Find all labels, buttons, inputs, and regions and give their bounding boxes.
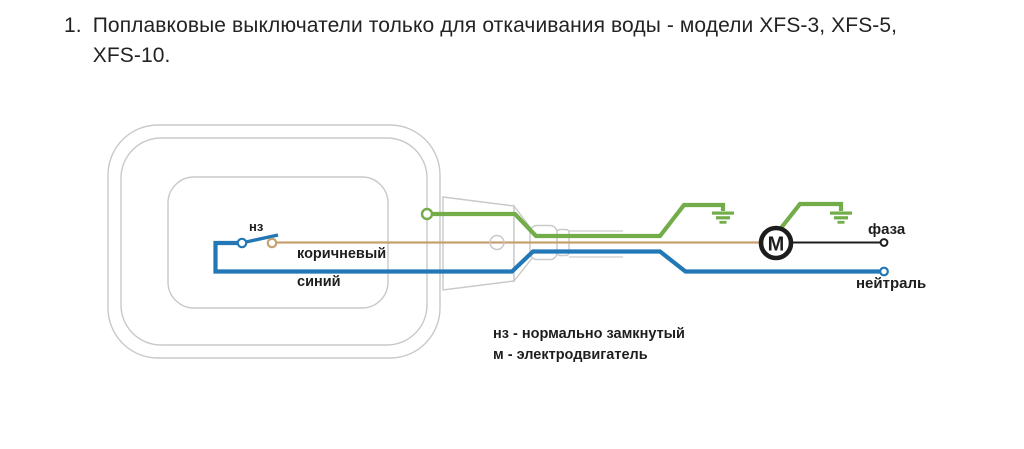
phase-terminal xyxy=(879,238,889,247)
motor-letter: М xyxy=(768,234,785,256)
switch-contact-left xyxy=(236,237,248,249)
legend: нз - нормально замкнутый м - электродвиг… xyxy=(493,326,685,363)
neutral-label: нейтраль xyxy=(856,275,926,292)
switch-lever xyxy=(245,233,279,244)
caption-number: 1. xyxy=(64,14,82,37)
switch-label: нз xyxy=(249,219,264,234)
caption-line-1: Поплавковые выключатели только для откач… xyxy=(92,14,898,37)
motor-symbol: М xyxy=(758,225,794,261)
green-earth-wire xyxy=(429,202,726,239)
motor-earth-wire xyxy=(779,201,844,230)
gland-grommet-circle xyxy=(489,234,505,251)
switch-contact-right xyxy=(266,237,278,249)
caption: 1. Поплавковые выключатели только для от… xyxy=(64,11,897,71)
blue-wire-label: синий xyxy=(297,274,341,290)
nc-switch xyxy=(236,233,279,249)
caption-line-2: XFS-10. xyxy=(92,44,171,67)
earth-icon xyxy=(712,211,734,224)
phase-label: фаза xyxy=(868,221,906,238)
blue-wire xyxy=(213,240,880,274)
legend-line-motor: м - электродвигатель xyxy=(493,347,648,363)
earth-icon-2 xyxy=(830,211,852,224)
caption-text: Поплавковые выключатели только для откач… xyxy=(93,11,897,71)
legend-line-nc: нз - нормально замкнутый xyxy=(493,326,685,342)
motor-circle xyxy=(758,225,794,261)
neutral-terminal xyxy=(879,266,889,277)
brown-wire-label: коричневый xyxy=(297,246,386,262)
earth-wire-origin-terminal xyxy=(420,207,434,221)
